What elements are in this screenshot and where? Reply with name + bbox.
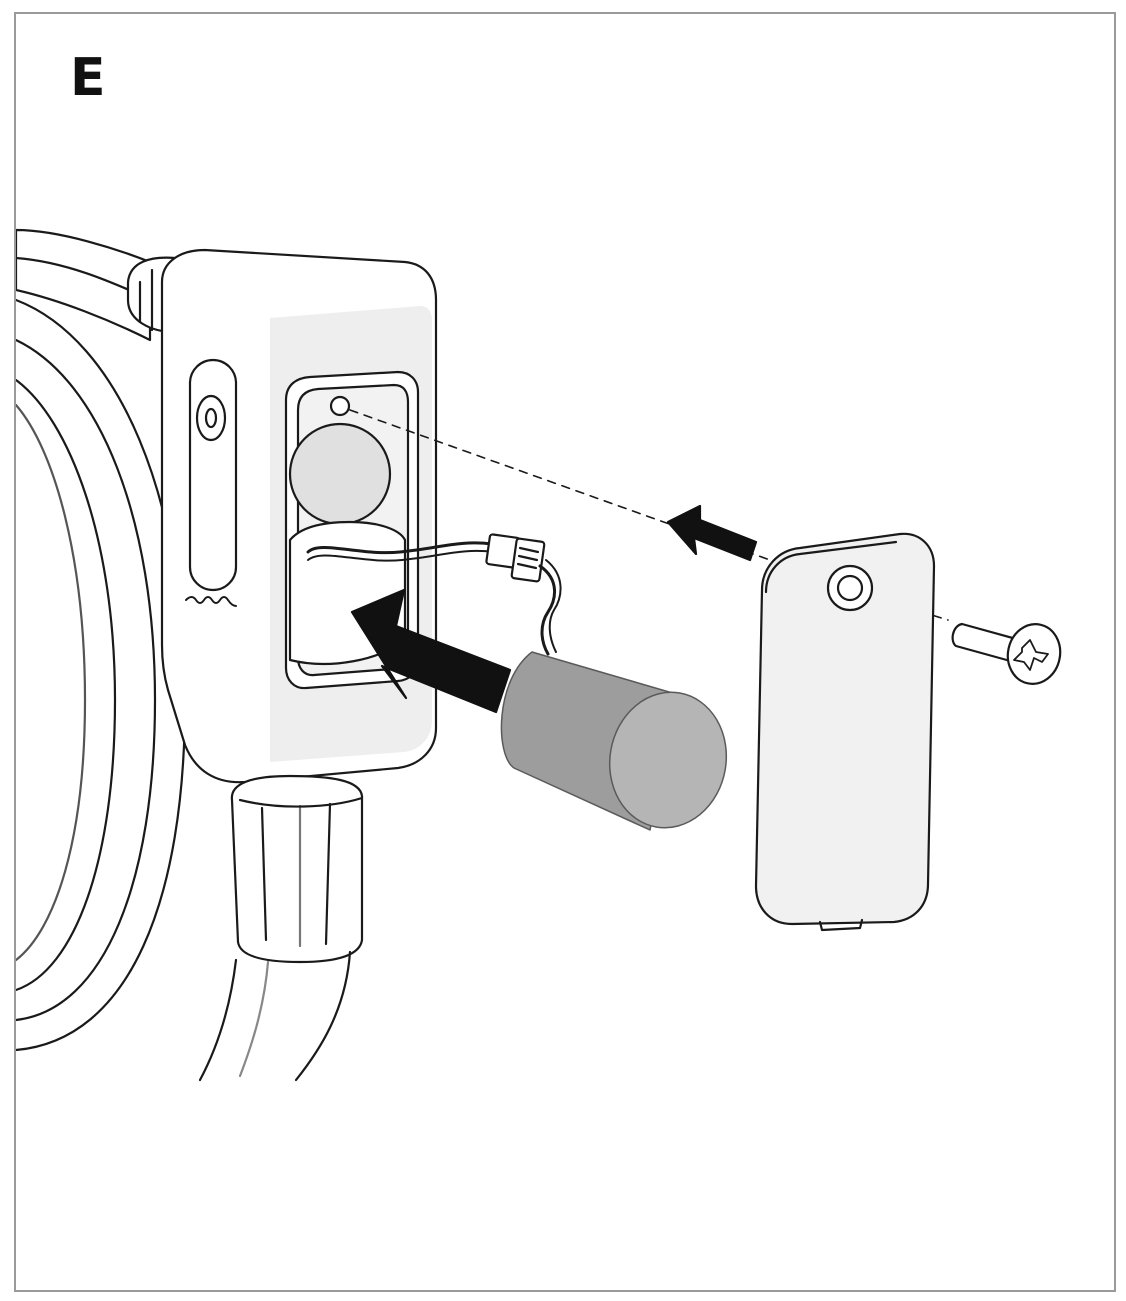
- screw-icon: [951, 622, 1062, 685]
- hose-icon: [198, 950, 352, 1082]
- step-label: E: [70, 48, 106, 108]
- battery-icon: [500, 651, 728, 831]
- compartment-cover-icon: [754, 532, 936, 932]
- insert-arrow-icon: [350, 588, 512, 714]
- hose-nut-icon: [230, 774, 364, 964]
- connector-cable-icon: [306, 533, 562, 656]
- direction-arrow-icon: [666, 504, 758, 562]
- wheel-icon: [16, 228, 187, 1052]
